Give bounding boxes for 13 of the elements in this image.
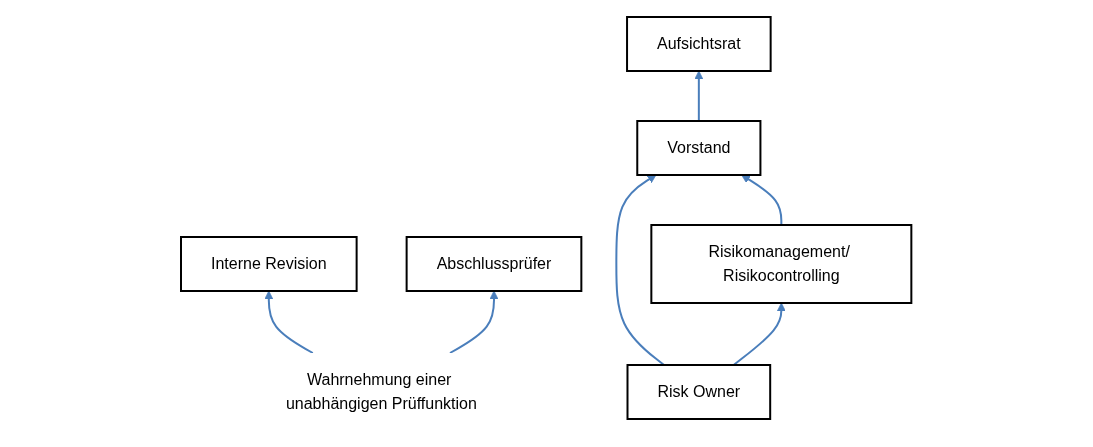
node-box: Risk Owner <box>626 363 772 420</box>
node-text: Wahrnehmung einer unabhängigen Prüffunktion <box>286 370 478 412</box>
arrow <box>733 302 787 366</box>
node-box: Interne Revision <box>180 235 358 292</box>
arrow <box>615 174 666 366</box>
arrow <box>449 290 499 354</box>
node-box: Risikomanagement/ Risikocontrolling <box>650 223 913 304</box>
arrow <box>264 290 315 354</box>
node-box: Vorstand <box>636 119 762 176</box>
arrow <box>741 174 783 226</box>
node-box: Aufsichtsrat <box>626 15 772 72</box>
node-box: Abschlussprüfer <box>405 235 583 292</box>
arrow <box>694 70 704 122</box>
